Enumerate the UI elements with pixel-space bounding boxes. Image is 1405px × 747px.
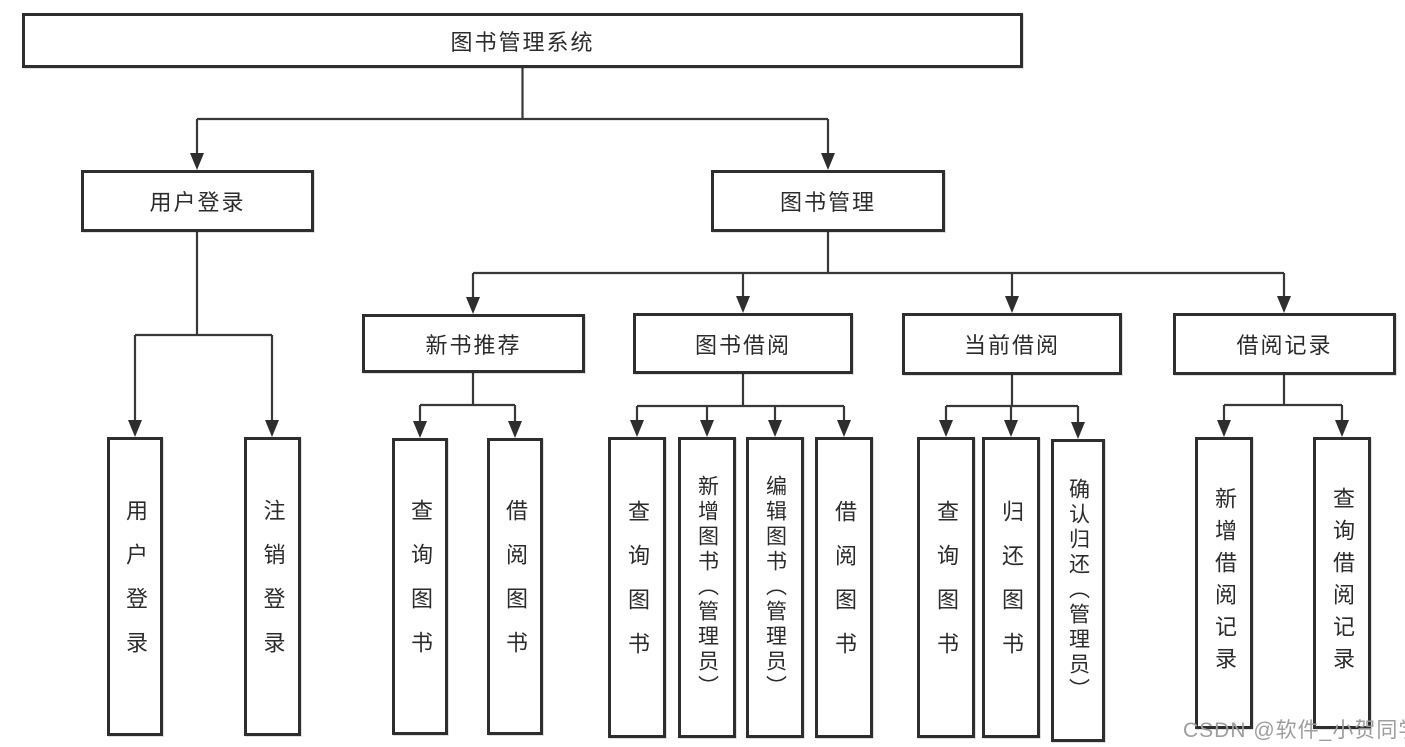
leaf-current-query-books-label: 查询图书 — [934, 499, 959, 676]
leaf-user-login-label: 用户登录 — [123, 498, 148, 675]
node-user-login: 用户登录 — [81, 170, 314, 232]
node-book-borrow-label: 图书借阅 — [694, 332, 791, 358]
leaf-borrow-query-books-label: 查询图书 — [625, 499, 650, 676]
leaf-borrow-books: 借阅图书 — [815, 437, 873, 738]
node-new-book-recommend-label: 新书推荐 — [425, 332, 522, 358]
leaf-borrow-query-books: 查询图书 — [608, 437, 666, 738]
csdn-watermark: CSDN @软件_小贺同学 — [1183, 719, 1405, 742]
leaf-add-books-admin-label: 新增图书（管理员） — [695, 475, 719, 700]
leaf-return-books-label: 归还图书 — [999, 499, 1024, 676]
node-borrow-records: 借阅记录 — [1173, 313, 1396, 375]
leaf-recommend-query-books-label: 查询图书 — [408, 498, 433, 675]
leaf-current-query-books: 查询图书 — [917, 437, 975, 738]
node-book-management-label: 图书管理 — [779, 190, 876, 215]
leaf-add-borrow-record-label: 新增借阅记录 — [1212, 487, 1237, 679]
arrowheads — [128, 153, 1349, 439]
node-new-book-recommend: 新书推荐 — [362, 314, 585, 373]
leaf-return-books: 归还图书 — [982, 437, 1040, 738]
leaf-borrow-books-label: 借阅图书 — [832, 499, 857, 676]
leaf-add-borrow-record: 新增借阅记录 — [1195, 437, 1253, 729]
node-borrow-records-label: 借阅记录 — [1236, 333, 1333, 358]
leaf-logout: 注销登录 — [244, 437, 301, 736]
leaf-add-books-admin: 新增图书（管理员） — [678, 437, 736, 738]
node-root: 图书管理系统 — [22, 13, 1023, 68]
leaf-confirm-return-admin-label: 确认归还（管理员） — [1066, 478, 1090, 703]
leaf-recommend-borrow-books-label: 借阅图书 — [503, 498, 528, 675]
node-book-borrow: 图书借阅 — [633, 313, 853, 374]
leaf-edit-books-admin: 编辑图书（管理员） — [746, 437, 804, 738]
node-user-login-label: 用户登录 — [149, 190, 246, 215]
node-book-management: 图书管理 — [711, 170, 945, 232]
leaf-recommend-query-books: 查询图书 — [392, 438, 448, 735]
node-current-borrow-label: 当前借阅 — [963, 333, 1060, 358]
node-current-borrow: 当前借阅 — [902, 313, 1122, 375]
leaf-user-login: 用户登录 — [107, 437, 163, 736]
leaf-logout-label: 注销登录 — [260, 498, 286, 675]
node-root-label: 图书管理系统 — [450, 29, 595, 55]
leaf-recommend-borrow-books: 借阅图书 — [487, 438, 543, 735]
leaf-query-borrow-record-label: 查询借阅记录 — [1330, 487, 1355, 679]
leaf-edit-books-admin-label: 编辑图书（管理员） — [763, 475, 787, 700]
leaf-query-borrow-record: 查询借阅记录 — [1313, 437, 1371, 729]
leaf-confirm-return-admin: 确认归还（管理员） — [1051, 439, 1105, 742]
